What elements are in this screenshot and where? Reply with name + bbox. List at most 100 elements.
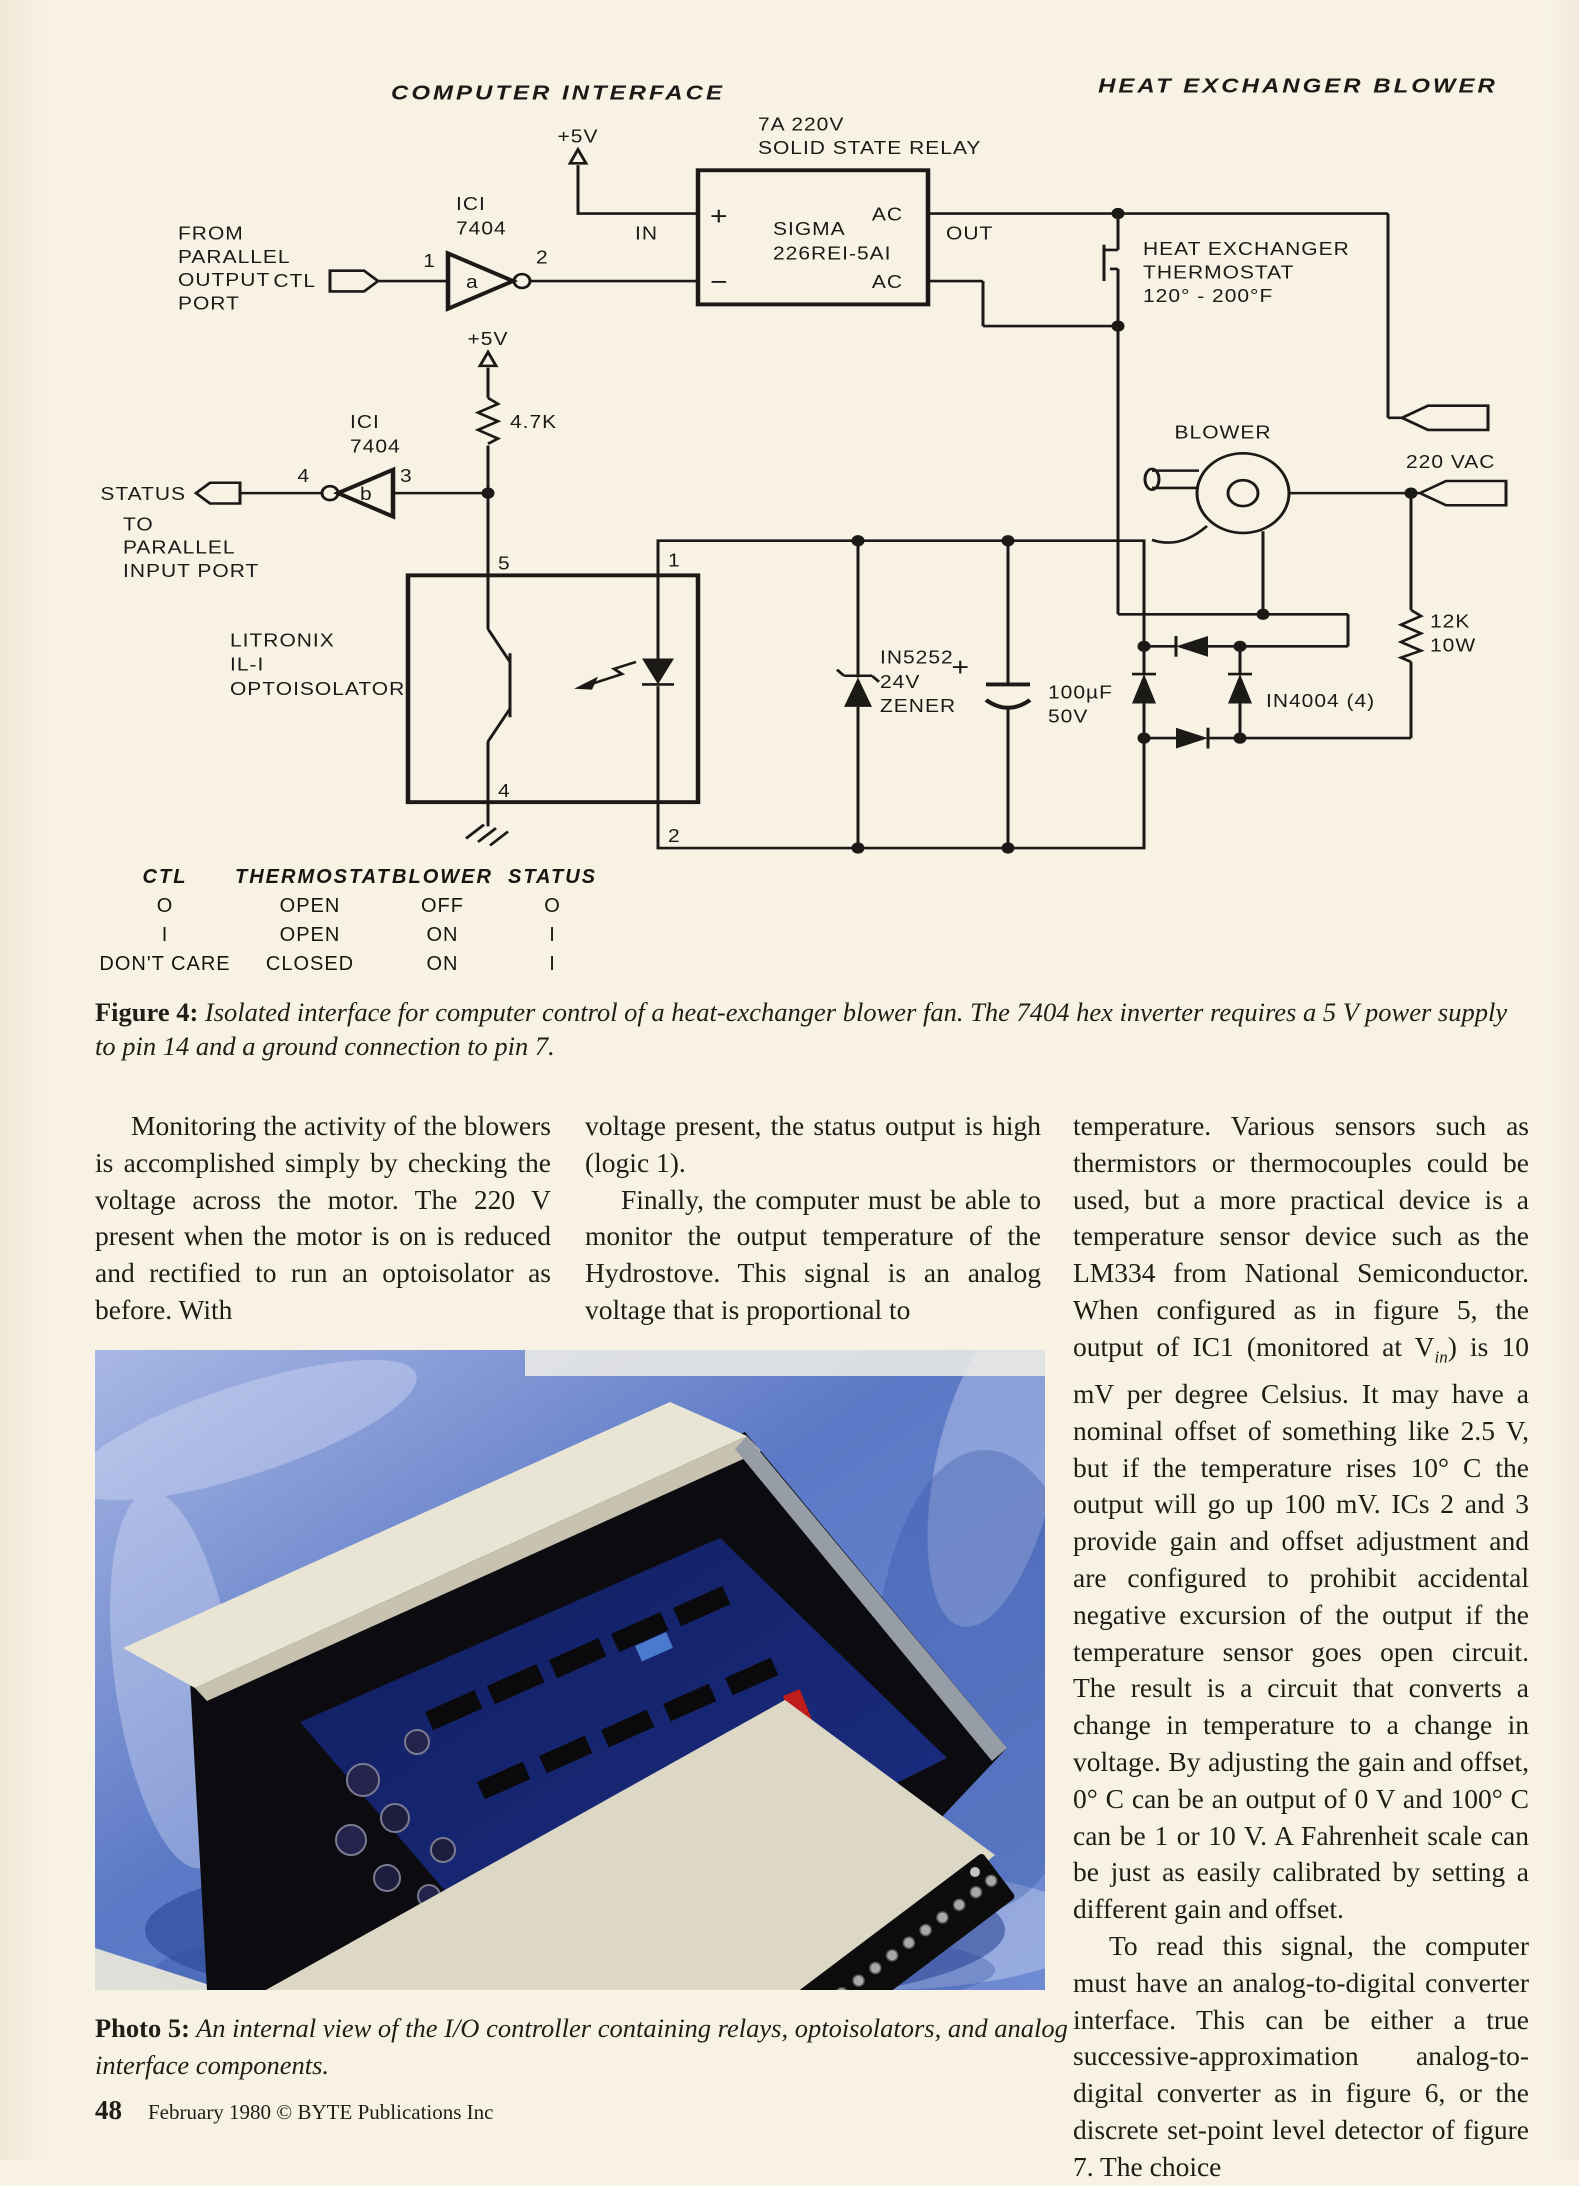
label-ic1b: ICI — [350, 412, 380, 432]
label-from-port: OUTPUT — [178, 271, 270, 291]
photo5-caption-text: An internal view of the I/O controller c… — [95, 2013, 1068, 2080]
light-arrow-icon — [574, 660, 637, 690]
label-ic1a: ICI — [456, 194, 486, 214]
resistor-12k — [1397, 608, 1425, 664]
label-plus5-top: +5V — [558, 127, 599, 147]
label-relay-in: IN — [635, 224, 658, 244]
page-number: 48 — [95, 2095, 122, 2125]
schematic-wires — [240, 165, 1420, 850]
label-4-7k: 4.7K — [510, 412, 557, 432]
photo5-caption-label: Photo 5: — [95, 2013, 190, 2043]
relay-box — [695, 168, 931, 307]
label-cap-plus: + — [951, 653, 970, 682]
label-plus5-mid: +5V — [468, 329, 509, 349]
label-relay-out: OUT — [946, 224, 993, 244]
label-cap: 100µF — [1048, 683, 1113, 703]
table-row: O OPEN OFF O — [156, 895, 561, 917]
inverter-b — [320, 466, 396, 520]
power-arrow-icon — [567, 146, 589, 165]
truth-table-header: CTL THERMOSTAT BLOWER STATUS — [95, 863, 615, 892]
metal-rim — [735, 1436, 1007, 1761]
photo5-caption: Photo 5: An internal view of the I/O con… — [95, 2010, 1085, 2084]
schematic-title-right: HEAT EXCHANGER BLOWER — [1098, 74, 1498, 97]
diode-bridge — [1132, 635, 1252, 749]
label-opto-pin5: 5 — [498, 554, 511, 574]
paragraph: Monitoring the activity of the blowers i… — [95, 1110, 551, 1325]
label-to-port: PARALLEL — [123, 538, 236, 558]
label-12k: 12K — [1430, 612, 1470, 632]
opto-led — [642, 658, 674, 686]
label-220vac: 220 VAC — [1406, 452, 1495, 472]
label-status: STATUS — [100, 484, 186, 504]
col-header-status: STATUS — [507, 866, 598, 888]
label-to-port: TO — [123, 515, 154, 535]
label-gate-b: b — [360, 484, 373, 504]
label-ac-bottom: AC — [872, 272, 903, 292]
article-column-3: temperature. Various sensors such as the… — [1073, 1108, 1529, 2186]
lid-edge-shading — [195, 1436, 761, 1701]
label-opto-pin1: 1 — [668, 551, 681, 571]
label-pin3: 3 — [400, 466, 413, 486]
col-header-ctl: CTL — [142, 866, 188, 888]
label-relay-minus: − — [710, 267, 729, 296]
article-column-1: Monitoring the activity of the blowers i… — [95, 1108, 551, 1329]
thermostat-switch — [1102, 213, 1120, 327]
label-cap: 50V — [1048, 707, 1088, 727]
label-in4004: IN4004 (4) — [1266, 691, 1375, 711]
photo-corner-white — [95, 1948, 225, 1990]
diode-bridge-frame — [1142, 645, 1242, 740]
blue-capacitor — [635, 1632, 673, 1662]
label-thermostat: THERMOSTAT — [1143, 263, 1294, 283]
label-zener: 24V — [880, 672, 920, 692]
label-relay-rating: SOLID STATE RELAY — [758, 138, 981, 158]
label-zener: IN5252 — [880, 648, 954, 668]
chassis-lid-edge — [123, 1402, 747, 1688]
front-panel — [265, 1700, 995, 1990]
filter-capacitor — [984, 682, 1032, 710]
label-12k: 10W — [1430, 636, 1476, 656]
power-arrow-icon — [477, 349, 499, 368]
figure4-caption-text: Isolated interface for computer control … — [95, 997, 1508, 1061]
truth-table: CTL THERMOSTAT BLOWER STATUS O OPEN OFF … — [95, 863, 615, 979]
paragraph: Finally, the computer must be able to mo… — [585, 1183, 1041, 1325]
paragraph: voltage present, the status output is hi… — [585, 1110, 1041, 1178]
paragraph: To read this signal, the computer must h… — [1073, 1930, 1529, 2182]
label-ac-top: AC — [872, 205, 903, 225]
label-pin2: 2 — [536, 248, 549, 268]
table-row: DON'T CARE CLOSED ON I — [99, 953, 556, 975]
vac-connector-bottom — [1416, 479, 1508, 507]
label-relay-rating: 7A 220V — [758, 115, 844, 135]
vac-connector-top — [1398, 404, 1490, 432]
label-from-port: PORT — [178, 294, 240, 314]
photo-transistor — [486, 575, 512, 803]
label-gate-a: a — [466, 272, 479, 292]
label-relay-name: 226REI-5AI — [773, 244, 891, 264]
schematic-title-left: COMPUTER INTERFACE — [391, 81, 725, 104]
resistor-4-7k — [474, 396, 502, 445]
label-ctl: CTL — [273, 271, 316, 291]
blower-symbol — [1143, 452, 1291, 544]
label-to-port: INPUT PORT — [123, 561, 259, 581]
label-opto: OPTOISOLATOR — [230, 679, 405, 699]
col-header-blower: BLOWER — [392, 866, 493, 888]
status-connector — [193, 481, 242, 505]
label-opto-pin2: 2 — [668, 826, 681, 846]
ctl-connector — [328, 269, 381, 293]
label-opto: LITRONIX — [230, 631, 335, 651]
label-opto-pin4: 4 — [498, 781, 511, 801]
circuit-board — [300, 1538, 947, 1972]
table-row: I OPEN ON I — [161, 924, 556, 946]
col-header-thermostat: THERMOSTAT — [235, 866, 391, 888]
footer-text: February 1980 © BYTE Publications Inc — [148, 2100, 494, 2124]
vin-symbol: Vin — [1414, 1330, 1448, 1367]
label-pin4: 4 — [297, 466, 310, 486]
ground-icon — [465, 823, 509, 847]
terminal-strip-short — [798, 1853, 1015, 1990]
label-relay-name: SIGMA — [773, 219, 846, 239]
junction-dots — [481, 207, 1418, 854]
label-pin1: 1 — [423, 251, 436, 271]
label-from-port: PARALLEL — [178, 247, 291, 267]
inverter-a — [445, 250, 532, 312]
label-blower: BLOWER — [1175, 423, 1272, 443]
label-thermostat: 120° - 200°F — [1143, 286, 1273, 306]
